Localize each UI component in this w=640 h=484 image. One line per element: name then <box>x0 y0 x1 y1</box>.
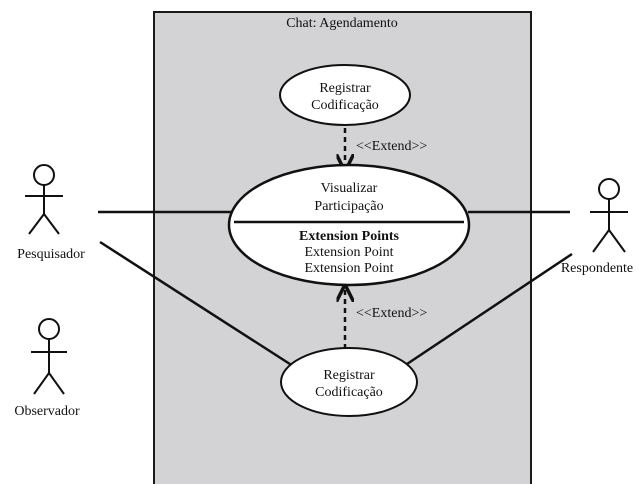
stick-figure-icon <box>31 318 67 395</box>
actor-label: Observador <box>14 404 80 419</box>
extension-point-1: Extension Point <box>304 245 393 260</box>
use-case-oval <box>279 64 411 126</box>
association-respondente-registrar <box>406 252 573 366</box>
stick-figure-icon <box>590 178 628 253</box>
extension-point-2: Extension Point <box>304 261 393 276</box>
actor-label: Respondente <box>561 261 633 276</box>
use-case-registrar-codificacao-top[interactable]: Registrar Codificação <box>279 64 411 126</box>
extension-points-header: Extension Points <box>299 229 400 244</box>
use-case-label-line1: Visualizar <box>321 181 378 196</box>
system-title: Chat: Agendamento <box>286 16 398 31</box>
use-case-label-line2: Participação <box>314 199 383 214</box>
use-case-label-line2: Codificação <box>311 98 379 113</box>
stick-figure-icon <box>25 164 63 235</box>
extend-label-top: <<Extend>> <box>356 139 427 154</box>
association-pesquisador-registrar <box>99 240 294 368</box>
actor-respondente[interactable]: Respondente <box>561 178 633 276</box>
use-case-oval <box>227 163 471 287</box>
extend-label-bottom: <<Extend>> <box>356 306 427 321</box>
use-case-oval <box>280 347 418 417</box>
use-case-label-line1: Registrar <box>323 368 375 383</box>
actor-label: Pesquisador <box>17 247 85 262</box>
use-case-visualizar-participacao[interactable]: Visualizar Participação Extension Points… <box>227 163 471 287</box>
actor-pesquisador[interactable]: Pesquisador <box>17 164 85 262</box>
use-case-label-line1: Registrar <box>319 81 371 96</box>
use-case-label-line2: Codificação <box>315 385 383 400</box>
actor-observador[interactable]: Observador <box>14 318 80 419</box>
use-case-registrar-codificacao-bottom[interactable]: Registrar Codificação <box>280 347 418 417</box>
